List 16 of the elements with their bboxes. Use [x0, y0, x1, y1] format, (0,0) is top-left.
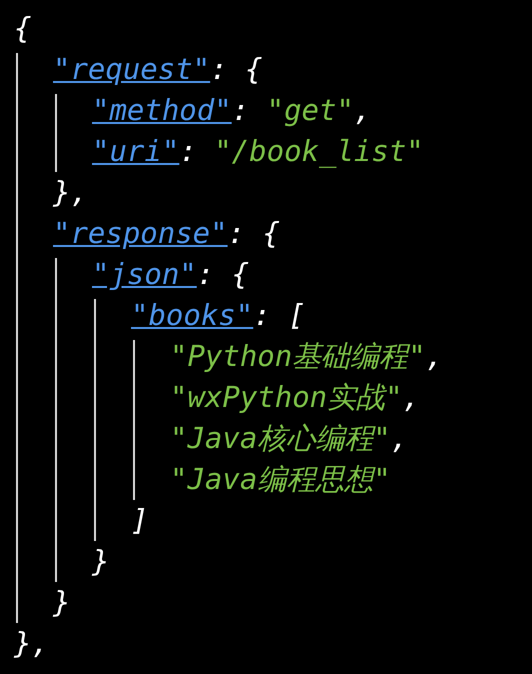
code-line: { — [14, 10, 32, 46]
code-line: "uri": "/book_list" — [92, 133, 424, 169]
code-line: } — [53, 584, 70, 620]
code-line: "method": "get", — [92, 92, 372, 128]
code-line: "json": { — [92, 256, 250, 292]
code-line: } — [92, 543, 110, 579]
code-line: "response": { — [53, 215, 280, 251]
code-line: }, — [14, 625, 49, 661]
code-line: "books": [ — [131, 297, 306, 333]
code-line: "Java核心编程", — [170, 420, 408, 456]
code-line: "Python基础编程", — [170, 338, 444, 374]
code-line: "request": { — [53, 51, 263, 87]
code-line: }, — [53, 174, 88, 210]
code-line: "Java编程思想" — [170, 461, 391, 497]
code-line: ] — [131, 502, 148, 538]
code-line: "wxPython实战", — [170, 379, 420, 415]
